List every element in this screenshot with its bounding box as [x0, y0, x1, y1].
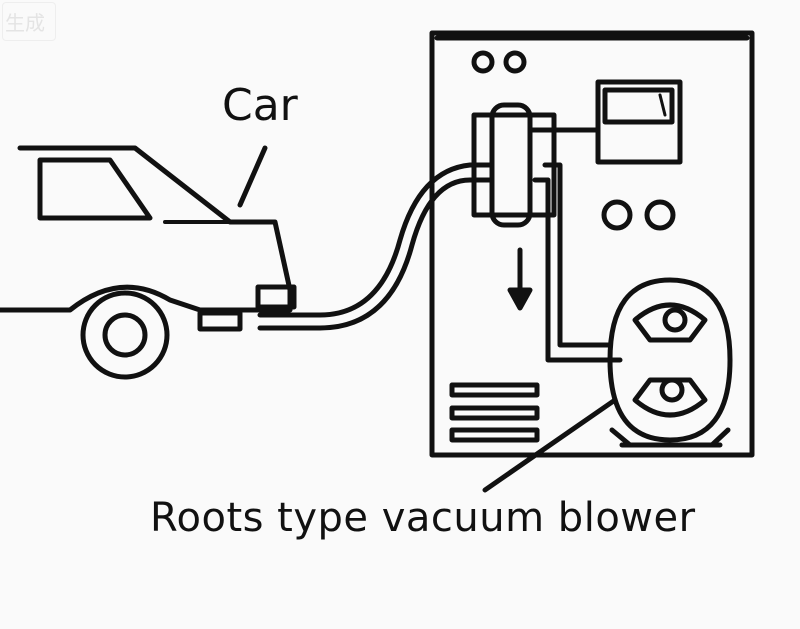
- roots-blower: [482, 277, 733, 493]
- exhaust-pipe: [255, 284, 297, 310]
- blower-pointer-line: [482, 397, 618, 493]
- knob: [471, 50, 495, 74]
- car-label: Car: [222, 80, 298, 131]
- hose: [257, 162, 493, 331]
- vacuum-cabinet: [429, 30, 755, 458]
- car-wheel: [80, 290, 170, 380]
- knob: [503, 50, 527, 74]
- blower-label: Roots type vacuum blower: [150, 495, 696, 541]
- gauge: [595, 79, 683, 165]
- watermark: 生成: [2, 2, 56, 41]
- car: [0, 145, 297, 380]
- car-pointer-line: [237, 145, 268, 208]
